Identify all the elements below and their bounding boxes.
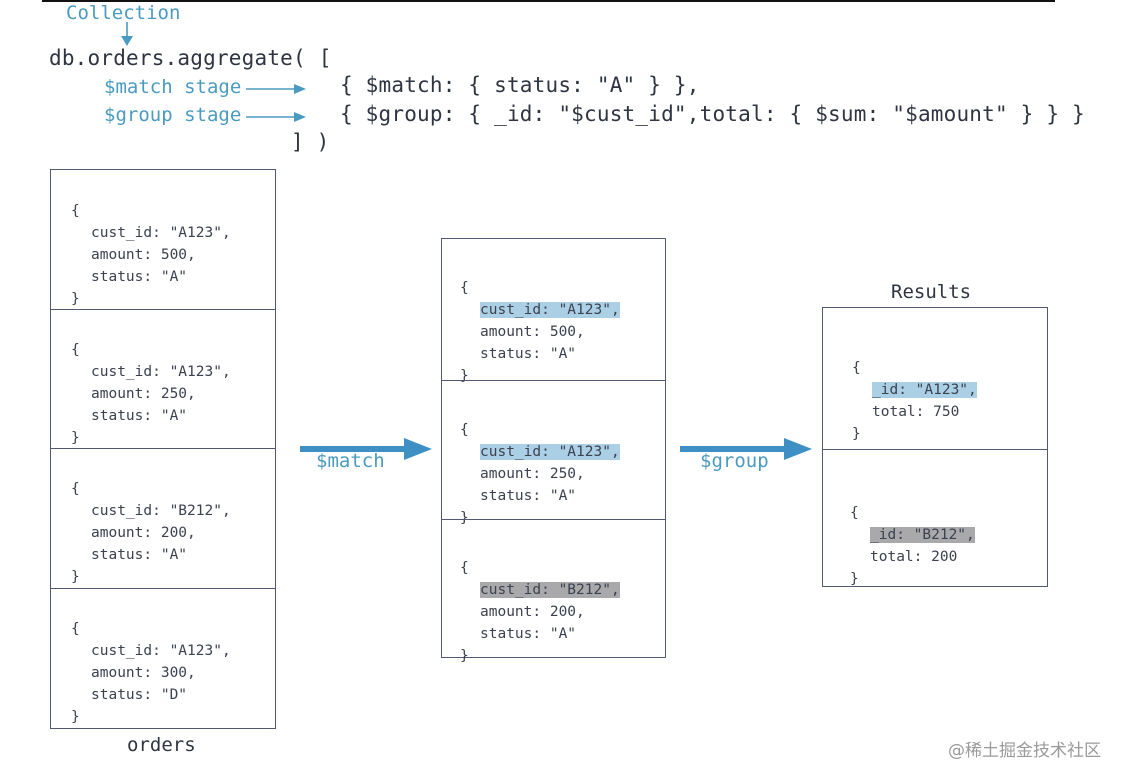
brace-close: }: [460, 368, 469, 384]
doc-status: status: "A": [480, 626, 577, 642]
watermark: @稀土掘金技术社区: [948, 741, 1101, 761]
brace-open: {: [460, 422, 469, 438]
orders-caption: orders: [127, 734, 196, 756]
doc-status: status: "A": [480, 488, 577, 504]
brace-close: }: [71, 430, 80, 446]
doc-amount: amount: 200,: [91, 525, 196, 541]
results-caption: Results: [891, 281, 972, 303]
doc-status: status: "D": [91, 687, 188, 703]
doc-status: status: "A": [480, 346, 577, 362]
doc-total: total: 750: [872, 404, 960, 420]
highlighted-id: _id: "A123",: [872, 382, 977, 398]
collection-label: Collection: [66, 2, 181, 24]
brace-open: {: [460, 560, 469, 576]
orders-collection-box: { cust_id: "A123", amount: 500, status: …: [50, 169, 276, 729]
doc-total: total: 200: [870, 549, 958, 565]
doc-amount: amount: 300,: [91, 665, 196, 681]
highlighted-cust-id: cust_id: "B212",: [480, 582, 620, 598]
highlighted-cust-id: cust_id: "A123",: [480, 302, 620, 318]
group-arrow-icon: [680, 438, 812, 460]
doc-amount: amount: 500,: [91, 247, 196, 263]
matched-document: { cust_id: "A123", amount: 250, status: …: [442, 380, 665, 526]
doc-cust-id: cust_id: "A123",: [91, 364, 231, 380]
brace-open: {: [71, 342, 80, 358]
match-stage-code: { $match: { status: "A" } },: [340, 73, 700, 97]
brace-open: {: [850, 505, 859, 521]
orders-document: { cust_id: "A123", amount: 500, status: …: [51, 170, 275, 309]
orders-document: { cust_id: "B212", amount: 200, status: …: [51, 448, 275, 588]
aggregate-close: ] ): [291, 130, 330, 154]
brace-close: }: [460, 510, 469, 526]
group-stage-arrow-icon: [246, 112, 306, 122]
brace-close: }: [71, 569, 80, 585]
doc-status: status: "A": [91, 408, 188, 424]
brace-open: {: [852, 360, 861, 376]
results-box: { _id: "A123", total: 750 } { _id: "B212…: [822, 307, 1048, 587]
highlighted-cust-id: cust_id: "A123",: [480, 444, 620, 460]
brace-close: }: [71, 291, 80, 307]
brace-close: }: [71, 709, 80, 725]
doc-amount: amount: 250,: [91, 386, 196, 402]
doc-cust-id: cust_id: "A123",: [91, 643, 231, 659]
doc-status: status: "A": [91, 269, 188, 285]
match-stage-label: $match stage: [104, 76, 242, 98]
doc-amount: amount: 200,: [480, 604, 585, 620]
brace-close: }: [852, 426, 861, 442]
group-arrow-label: $group: [700, 450, 769, 472]
group-stage-code: { $group: { _id: "$cust_id",total: { $su…: [340, 102, 1085, 126]
matched-document: { cust_id: "A123", amount: 500, status: …: [442, 239, 665, 384]
aggregate-call: db.orders.aggregate( [: [49, 46, 332, 70]
result-document: { _id: "A123", total: 750 }: [823, 308, 1047, 449]
doc-cust-id: cust_id: "A123",: [91, 225, 231, 241]
brace-close: }: [460, 648, 469, 664]
doc-amount: amount: 500,: [480, 324, 585, 340]
orders-document: { cust_id: "A123", amount: 250, status: …: [51, 309, 275, 448]
brace-close: }: [850, 571, 859, 587]
top-rule: [42, 0, 1055, 2]
doc-cust-id: cust_id: "B212",: [91, 503, 231, 519]
collection-arrow-icon: [121, 22, 133, 46]
doc-amount: amount: 250,: [480, 466, 585, 482]
doc-status: status: "A": [91, 547, 188, 563]
matched-documents-box: { cust_id: "A123", amount: 500, status: …: [441, 238, 666, 664]
orders-document: { cust_id: "A123", amount: 300, status: …: [51, 588, 275, 728]
result-document: { _id: "B212", total: 200 }: [823, 449, 1047, 587]
match-arrow-icon: [300, 438, 432, 460]
match-arrow-label: $match: [316, 450, 385, 472]
brace-open: {: [460, 280, 469, 296]
brace-open: {: [71, 481, 80, 497]
match-stage-arrow-icon: [246, 84, 306, 94]
brace-open: {: [71, 621, 80, 637]
matched-document: { cust_id: "B212", amount: 200, status: …: [442, 519, 665, 664]
highlighted-id: _id: "B212",: [870, 527, 975, 543]
brace-open: {: [71, 203, 80, 219]
group-stage-label: $group stage: [104, 104, 242, 126]
